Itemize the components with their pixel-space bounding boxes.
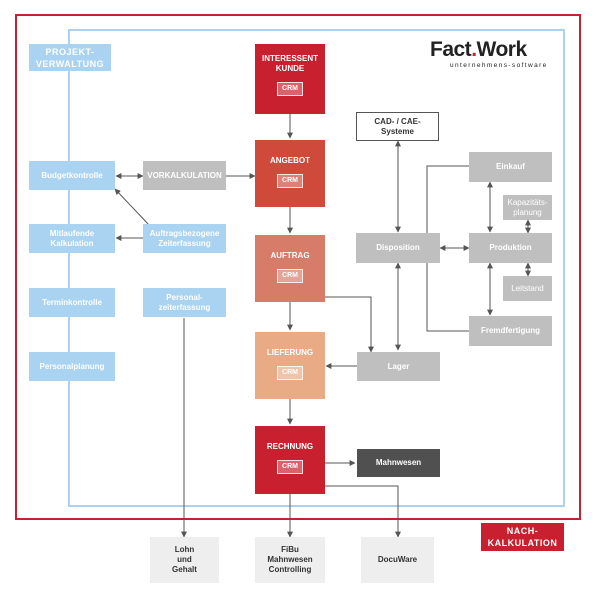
personalplanung-box: Personalplanung	[29, 352, 115, 381]
logo-wordmark: Fact.Work	[430, 38, 527, 61]
crm-badge: CRM	[277, 460, 303, 474]
budgetkontrolle-box: Budgetkontrolle	[29, 161, 115, 190]
flow-lieferung: LIEFERUNG CRM	[255, 332, 325, 399]
auftrag-lager-arrow	[325, 296, 374, 353]
zeiterf-budget-arrow	[114, 188, 151, 227]
flow-label: AUFTRAG	[270, 251, 310, 260]
nachkalkulation-label: NACH- KALKULATION	[481, 523, 564, 551]
personalzeiterfassung-box: Personal- zeiterfassung	[143, 288, 226, 317]
vorkalkulation-box: VORKALKULATION	[143, 161, 226, 190]
leitstand-box: Leitstand	[503, 276, 552, 301]
flow-auftrag: AUFTRAG CRM	[255, 235, 325, 302]
terminkontrolle-box: Terminkontrolle	[29, 288, 115, 317]
rechnung-docuware-arrow	[325, 485, 401, 538]
flow-label: LIEFERUNG	[266, 348, 314, 357]
crm-badge: CRM	[277, 174, 303, 188]
lohn-gehalt-box: Lohn und Gehalt	[150, 537, 219, 583]
disposition-box: Disposition	[356, 233, 440, 263]
crm-badge: CRM	[277, 269, 303, 283]
crm-badge: CRM	[277, 366, 303, 380]
fremdfertigung-box: Fremdfertigung	[469, 316, 552, 346]
factwork-logo: Fact.Work unternehmens-software	[430, 38, 560, 74]
produktion-box: Produktion	[469, 233, 552, 263]
projektverwaltung-label: PROJEKT- VERWALTUNG	[29, 44, 111, 71]
flow-rechnung: RECHNUNG CRM	[255, 426, 325, 494]
einkauf-box: Einkauf	[469, 152, 552, 182]
flow-label: INTERESSENT KUNDE	[261, 54, 318, 73]
auftragsbezogene-zeiterfassung-box: Auftragsbezogene Zeiterfassung	[143, 224, 226, 253]
mitlaufende-kalkulation-box: Mitlaufende Kalkulation	[29, 224, 115, 253]
crm-badge: CRM	[277, 82, 303, 96]
mahnwesen-box: Mahnwesen	[357, 449, 440, 477]
flow-angebot: ANGEBOT CRM	[255, 140, 325, 207]
projektverwaltung-frame	[68, 29, 565, 507]
flow-interessent-kunde: INTERESSENT KUNDE CRM	[255, 44, 325, 114]
docuware-box: DocuWare	[361, 537, 434, 583]
flow-label: RECHNUNG	[266, 442, 314, 451]
kapazitaetsplanung-box: Kapazitäts- planung	[503, 195, 552, 220]
cad-cae-box: CAD- / CAE- Systeme	[356, 112, 439, 141]
logo-tagline: unternehmens-software	[450, 62, 548, 69]
nachkalkulation-frame	[15, 14, 581, 520]
lager-box: Lager	[357, 352, 440, 381]
fibu-box: FiBu Mahnwesen Controlling	[255, 537, 325, 583]
flow-label: ANGEBOT	[270, 156, 310, 165]
